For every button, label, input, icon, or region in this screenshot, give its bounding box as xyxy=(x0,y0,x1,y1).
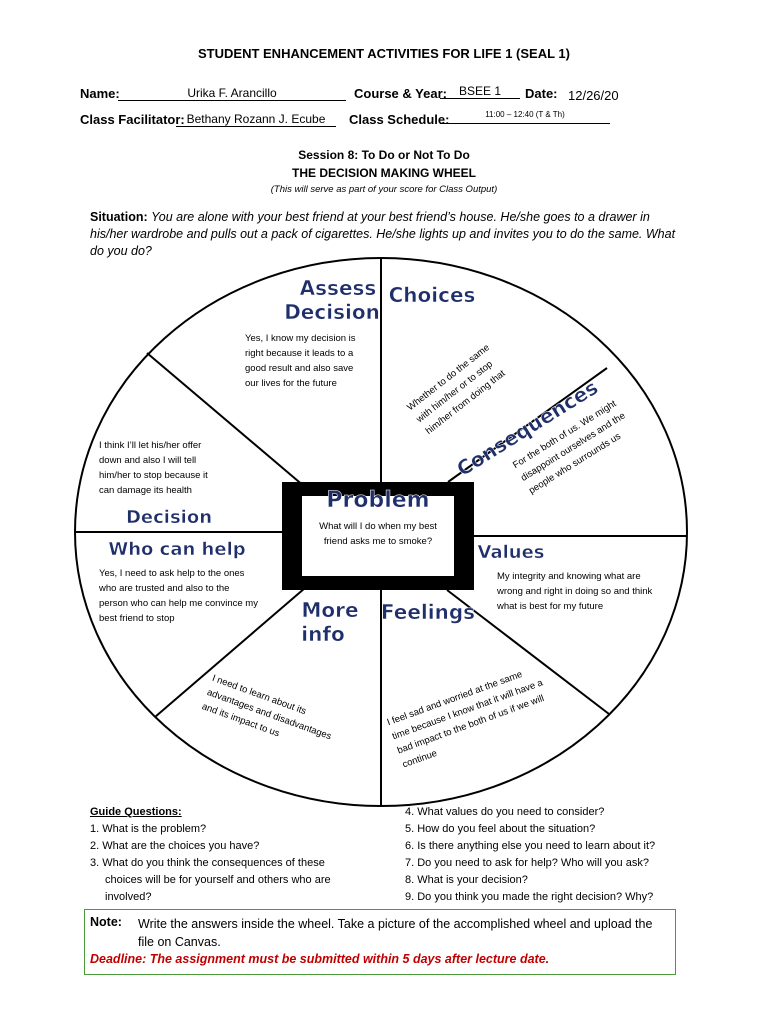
guide-question: 7. Do you need to ask for help? Who will… xyxy=(405,857,649,869)
label-feelings: Feelings xyxy=(381,600,475,624)
spoke-upper-right xyxy=(447,367,608,483)
date-label: Date: xyxy=(525,86,558,101)
problem-hub xyxy=(302,496,454,576)
label-info: info xyxy=(301,622,345,646)
label-more: More xyxy=(301,598,358,622)
facilitator-label: Class Facilitator: xyxy=(80,112,185,127)
date-value: 12/26/20 xyxy=(568,88,619,103)
answer-assess: Yes, I know my decision is right because… xyxy=(245,333,356,389)
schedule-label: Class Schedule: xyxy=(349,112,450,127)
note-box: Note: Write the answers inside the wheel… xyxy=(84,909,676,975)
situation-text: You are alone with your best friend at y… xyxy=(90,210,676,258)
deadline-text: Deadline: The assignment must be submitt… xyxy=(90,952,550,966)
guide-title: Guide Questions: xyxy=(90,806,182,818)
course-label: Course & Year: xyxy=(354,86,447,101)
label-choices: Choices xyxy=(389,283,476,307)
situation: Situation: You are alone with your best … xyxy=(90,209,680,260)
course-value: BSEE 1 xyxy=(440,84,520,99)
note-label: Note: xyxy=(90,915,122,929)
guide-question: 2. What are the choices you have? xyxy=(90,840,260,852)
guide-question: 6. Is there anything else you need to le… xyxy=(405,840,656,852)
guide-question: 3. What do you think the consequences of… xyxy=(90,857,325,869)
name-label: Name: xyxy=(80,86,120,101)
guide-right: 4. What values do you need to consider? … xyxy=(405,804,685,906)
answer-problem: What will I do when my best friend asks … xyxy=(319,521,437,547)
guide-left: 1. What is the problem? 2. What are the … xyxy=(90,821,380,906)
spoke-upper-left xyxy=(146,352,319,499)
problem-hub-frame xyxy=(282,482,474,590)
label-problem: Problem xyxy=(326,488,429,513)
score-note: (This will serve as part of your score f… xyxy=(270,184,498,195)
label-decision-assess: Decision xyxy=(284,300,380,324)
guide-question: 4. What values do you need to consider? xyxy=(405,806,605,818)
answer-values: My integrity and knowing what are wrong … xyxy=(497,571,653,612)
guide-question: 1. What is the problem? xyxy=(90,823,207,835)
guide-question: 8. What is your decision? xyxy=(405,874,528,886)
guide-question-cont: involved? xyxy=(105,891,152,903)
spoke-lower-right xyxy=(446,589,610,715)
label-decision: Decision xyxy=(126,507,212,528)
situation-label: Situation: xyxy=(90,210,148,224)
label-assess: Assess xyxy=(300,276,377,300)
guide-question: 9. Do you think you made the right decis… xyxy=(405,891,654,903)
answer-who-can-help: Yes, I need to ask help to the ones who … xyxy=(99,568,258,624)
label-values: Values xyxy=(478,542,545,563)
note-text: Write the answers inside the wheel. Take… xyxy=(138,917,653,949)
decision-wheel: Assess Decision Choices Consequences Dec… xyxy=(74,257,688,807)
spoke-lower-left xyxy=(154,587,306,718)
schedule-value: 11:00 – 12:40 (T & Th) xyxy=(440,110,610,124)
label-who-can-help: Who can help xyxy=(108,539,245,560)
page-title: STUDENT ENHANCEMENT ACTIVITIES FOR LIFE … xyxy=(198,46,570,61)
guide-question: 5. How do you feel about the situation? xyxy=(405,823,596,835)
name-value: Urika F. Arancillo xyxy=(118,86,346,101)
facilitator-value: Bethany Rozann J. Ecube xyxy=(176,112,336,127)
wheel-title: THE DECISION MAKING WHEEL xyxy=(291,166,476,180)
session-title: Session 8: To Do or Not To Do xyxy=(298,148,470,162)
guide-question-cont: choices will be for yourself and others … xyxy=(105,874,331,886)
answer-decision: I think I’ll let his/her offer down and … xyxy=(99,440,208,496)
